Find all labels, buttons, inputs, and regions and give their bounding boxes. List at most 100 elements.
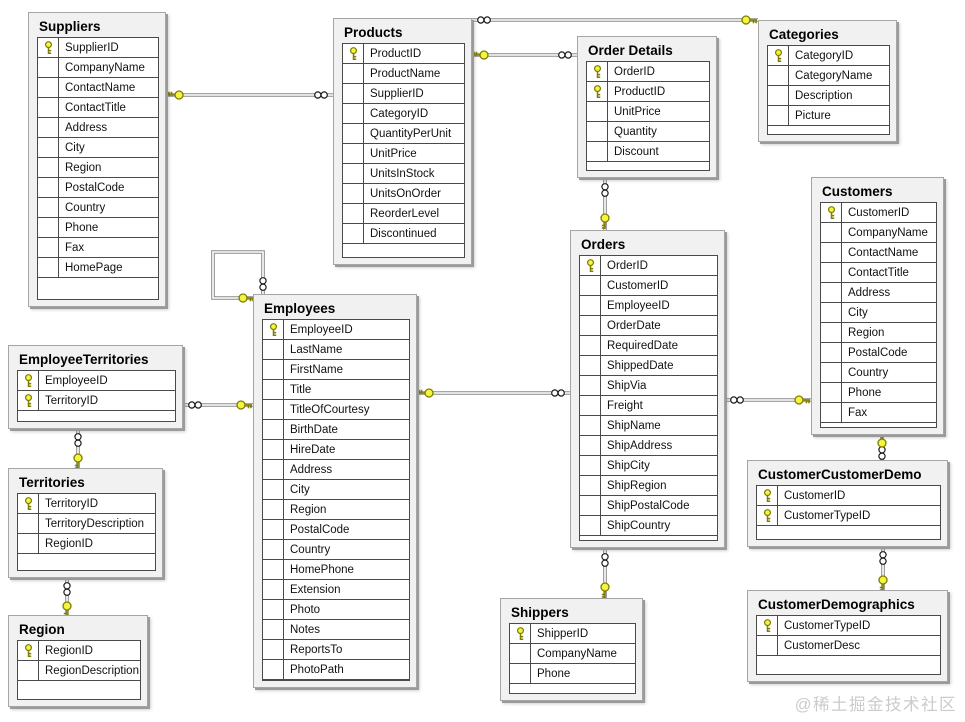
field-row[interactable]: Country xyxy=(821,363,936,383)
field-row[interactable]: EmployeeID xyxy=(263,320,409,340)
relationship-products-order-details[interactable] xyxy=(472,50,577,60)
field-row[interactable]: CustomerTypeID xyxy=(757,506,940,526)
field-row[interactable]: Extension xyxy=(263,580,409,600)
field-row[interactable]: Region xyxy=(821,323,936,343)
field-row[interactable]: HireDate xyxy=(263,440,409,460)
field-row[interactable]: ContactTitle xyxy=(821,263,936,283)
field-row[interactable]: ContactName xyxy=(821,243,936,263)
field-row[interactable]: Notes xyxy=(263,620,409,640)
field-row[interactable]: Discontinued xyxy=(343,224,464,244)
field-row[interactable]: City xyxy=(38,138,158,158)
field-row[interactable]: CustomerTypeID xyxy=(757,616,940,636)
field-row[interactable]: RequiredDate xyxy=(580,336,717,356)
relationship-territories-employeeterritories[interactable] xyxy=(73,429,83,469)
field-row[interactable]: EmployeeID xyxy=(18,371,175,391)
field-row[interactable]: ShipCountry xyxy=(580,516,717,536)
table-title[interactable]: Categories xyxy=(769,27,839,42)
field-row[interactable]: OrderDate xyxy=(580,316,717,336)
field-row[interactable]: CustomerID xyxy=(821,203,936,223)
table-title[interactable]: Shippers xyxy=(511,605,569,620)
field-row[interactable]: UnitPrice xyxy=(343,144,464,164)
field-row[interactable]: ContactName xyxy=(38,78,158,98)
relationship-employees-employees[interactable] xyxy=(211,250,267,303)
field-row[interactable]: ShipCity xyxy=(580,456,717,476)
field-row[interactable]: HomePhone xyxy=(263,560,409,580)
table-title[interactable]: Region xyxy=(19,622,65,637)
field-row[interactable]: UnitsOnOrder xyxy=(343,184,464,204)
field-row[interactable]: RegionID xyxy=(18,641,140,661)
field-row[interactable]: CategoryID xyxy=(343,104,464,124)
field-row[interactable]: Photo xyxy=(263,600,409,620)
field-row[interactable]: TerritoryDescription xyxy=(18,514,155,534)
field-row[interactable]: Description xyxy=(768,86,889,106)
field-row[interactable]: RegionID xyxy=(18,534,155,554)
relationship-employees-employeeterritories[interactable] xyxy=(183,400,253,410)
field-row[interactable]: UnitPrice xyxy=(587,102,709,122)
table-title[interactable]: Customers xyxy=(822,184,893,199)
field-row[interactable]: TitleOfCourtesy xyxy=(263,400,409,420)
table-title[interactable]: CustomerCustomerDemo xyxy=(758,467,922,482)
relationship-suppliers-products[interactable] xyxy=(166,90,333,100)
field-row[interactable]: PostalCode xyxy=(38,178,158,198)
field-row[interactable]: CategoryName xyxy=(768,66,889,86)
field-row[interactable]: Discount xyxy=(587,142,709,162)
field-row[interactable]: ShipAddress xyxy=(580,436,717,456)
relationship-shippers-orders[interactable] xyxy=(600,548,610,598)
field-row[interactable]: CustomerDesc xyxy=(757,636,940,656)
field-row[interactable]: QuantityPerUnit xyxy=(343,124,464,144)
field-row[interactable]: CustomerID xyxy=(757,486,940,506)
relationship-employees-orders[interactable] xyxy=(417,388,570,398)
field-row[interactable]: Freight xyxy=(580,396,717,416)
field-row[interactable]: CategoryID xyxy=(768,46,889,66)
table-title[interactable]: Order Details xyxy=(588,43,673,58)
field-row[interactable]: Fax xyxy=(38,238,158,258)
field-row[interactable]: ContactTitle xyxy=(38,98,158,118)
field-row[interactable]: TerritoryID xyxy=(18,494,155,514)
field-row[interactable]: Phone xyxy=(510,664,635,684)
field-row[interactable]: HomePage xyxy=(38,258,158,278)
field-row[interactable]: ShipPostalCode xyxy=(580,496,717,516)
field-row[interactable]: OrderID xyxy=(587,62,709,82)
field-row[interactable]: CustomerID xyxy=(580,276,717,296)
field-row[interactable]: CompanyName xyxy=(38,58,158,78)
table-title[interactable]: Employees xyxy=(264,301,336,316)
field-row[interactable]: BirthDate xyxy=(263,420,409,440)
field-row[interactable]: Region xyxy=(38,158,158,178)
field-row[interactable]: Country xyxy=(263,540,409,560)
field-row[interactable]: SupplierID xyxy=(343,84,464,104)
field-row[interactable]: FirstName xyxy=(263,360,409,380)
field-row[interactable]: City xyxy=(821,303,936,323)
field-row[interactable]: Phone xyxy=(821,383,936,403)
table-title[interactable]: EmployeeTerritories xyxy=(19,352,149,367)
relationship-categories-products[interactable] xyxy=(472,15,758,25)
field-row[interactable]: OrderID xyxy=(580,256,717,276)
field-row[interactable]: Address xyxy=(263,460,409,480)
field-row[interactable]: Region xyxy=(263,500,409,520)
field-row[interactable]: EmployeeID xyxy=(580,296,717,316)
relationship-orders-order-details[interactable] xyxy=(600,178,610,230)
field-row[interactable]: PhotoPath xyxy=(263,660,409,680)
field-row[interactable]: ShippedDate xyxy=(580,356,717,376)
field-row[interactable]: TerritoryID xyxy=(18,391,175,411)
table-title[interactable]: Suppliers xyxy=(39,19,101,34)
relationship-customers-customercustomerdemo[interactable] xyxy=(877,432,887,460)
field-row[interactable]: ShipName xyxy=(580,416,717,436)
field-row[interactable]: PostalCode xyxy=(821,343,936,363)
field-row[interactable]: RegionDescription xyxy=(18,661,140,681)
field-row[interactable]: Phone xyxy=(38,218,158,238)
table-title[interactable]: Territories xyxy=(19,475,85,490)
table-title[interactable]: Products xyxy=(344,25,403,40)
field-row[interactable]: ShipRegion xyxy=(580,476,717,496)
field-row[interactable]: ShipperID xyxy=(510,624,635,644)
